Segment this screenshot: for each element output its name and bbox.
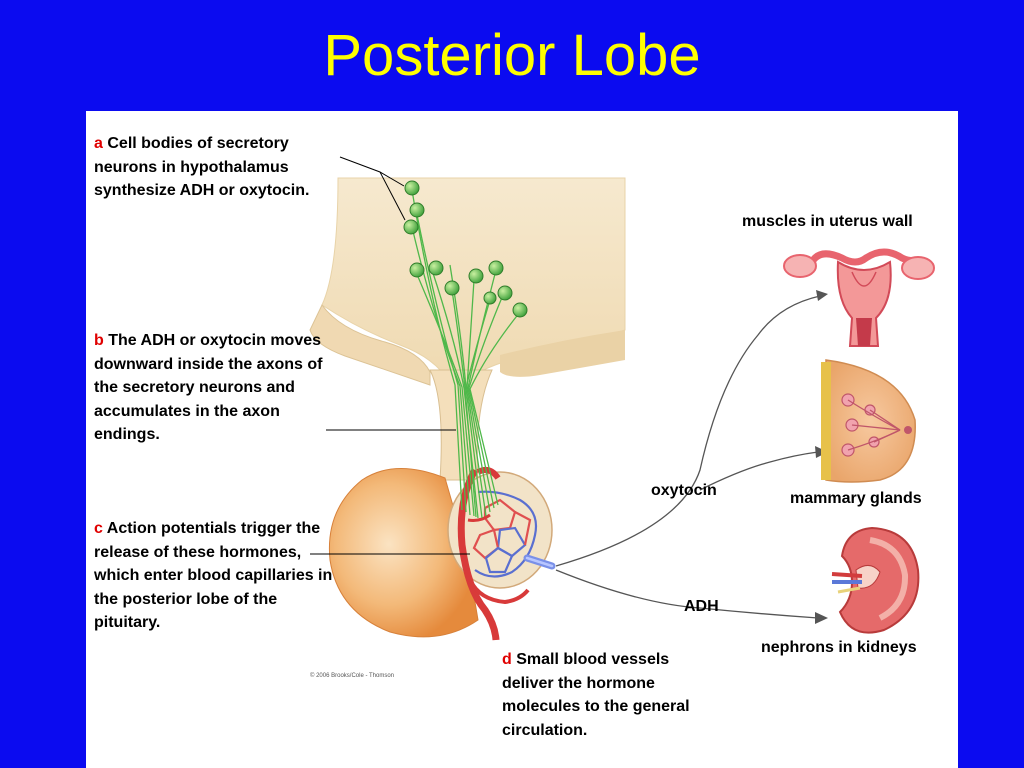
caption-d: d Small blood vessels deliver the hormon… bbox=[502, 648, 714, 742]
uterus-illustration bbox=[783, 248, 935, 347]
artery bbox=[457, 468, 500, 641]
caption-c-letter: c bbox=[94, 520, 103, 537]
kidney-illustration bbox=[831, 526, 920, 634]
caption-d-text: Small blood vessels deliver the hormone … bbox=[502, 651, 690, 739]
caption-b-text: The ADH or oxytocin moves downward insid… bbox=[94, 332, 323, 443]
hormone-arrows bbox=[555, 295, 821, 619]
caption-a: a Cell bodies of secretory neurons in hy… bbox=[94, 132, 340, 203]
capillary-network bbox=[472, 490, 538, 578]
caption-a-letter: a bbox=[94, 135, 103, 152]
caption-b-letter: b bbox=[94, 332, 104, 349]
caption-c: c Action potentials trigger the release … bbox=[94, 517, 338, 635]
target-label-uterus: muscles in uterus wall bbox=[742, 213, 913, 230]
target-label-kidneys: nephrons in kidneys bbox=[761, 639, 917, 656]
caption-a-text: Cell bodies of secretory neurons in hypo… bbox=[94, 135, 310, 199]
caption-d-letter: d bbox=[502, 651, 512, 668]
target-label-mammary: mammary glands bbox=[790, 490, 922, 507]
hypothalamus-tissue bbox=[309, 177, 626, 389]
copyright-credit: © 2006 Brooks/Cole - Thomson bbox=[310, 673, 395, 679]
slide-title: Posterior Lobe bbox=[323, 23, 701, 88]
hormone-label-adh: ADH bbox=[684, 598, 719, 615]
caption-b: b The ADH or oxytocin moves downward ins… bbox=[94, 329, 326, 447]
neuron-cell-bodies bbox=[403, 180, 528, 318]
caption-c-text: Action potentials trigger the release of… bbox=[94, 520, 333, 631]
mammary-gland-illustration bbox=[821, 359, 916, 483]
hormone-label-oxytocin: oxytocin bbox=[651, 482, 717, 499]
leader-lines bbox=[310, 156, 470, 555]
outflow-vessel bbox=[523, 554, 556, 570]
axon-bundle bbox=[411, 189, 521, 519]
anterior-lobe bbox=[328, 468, 479, 638]
